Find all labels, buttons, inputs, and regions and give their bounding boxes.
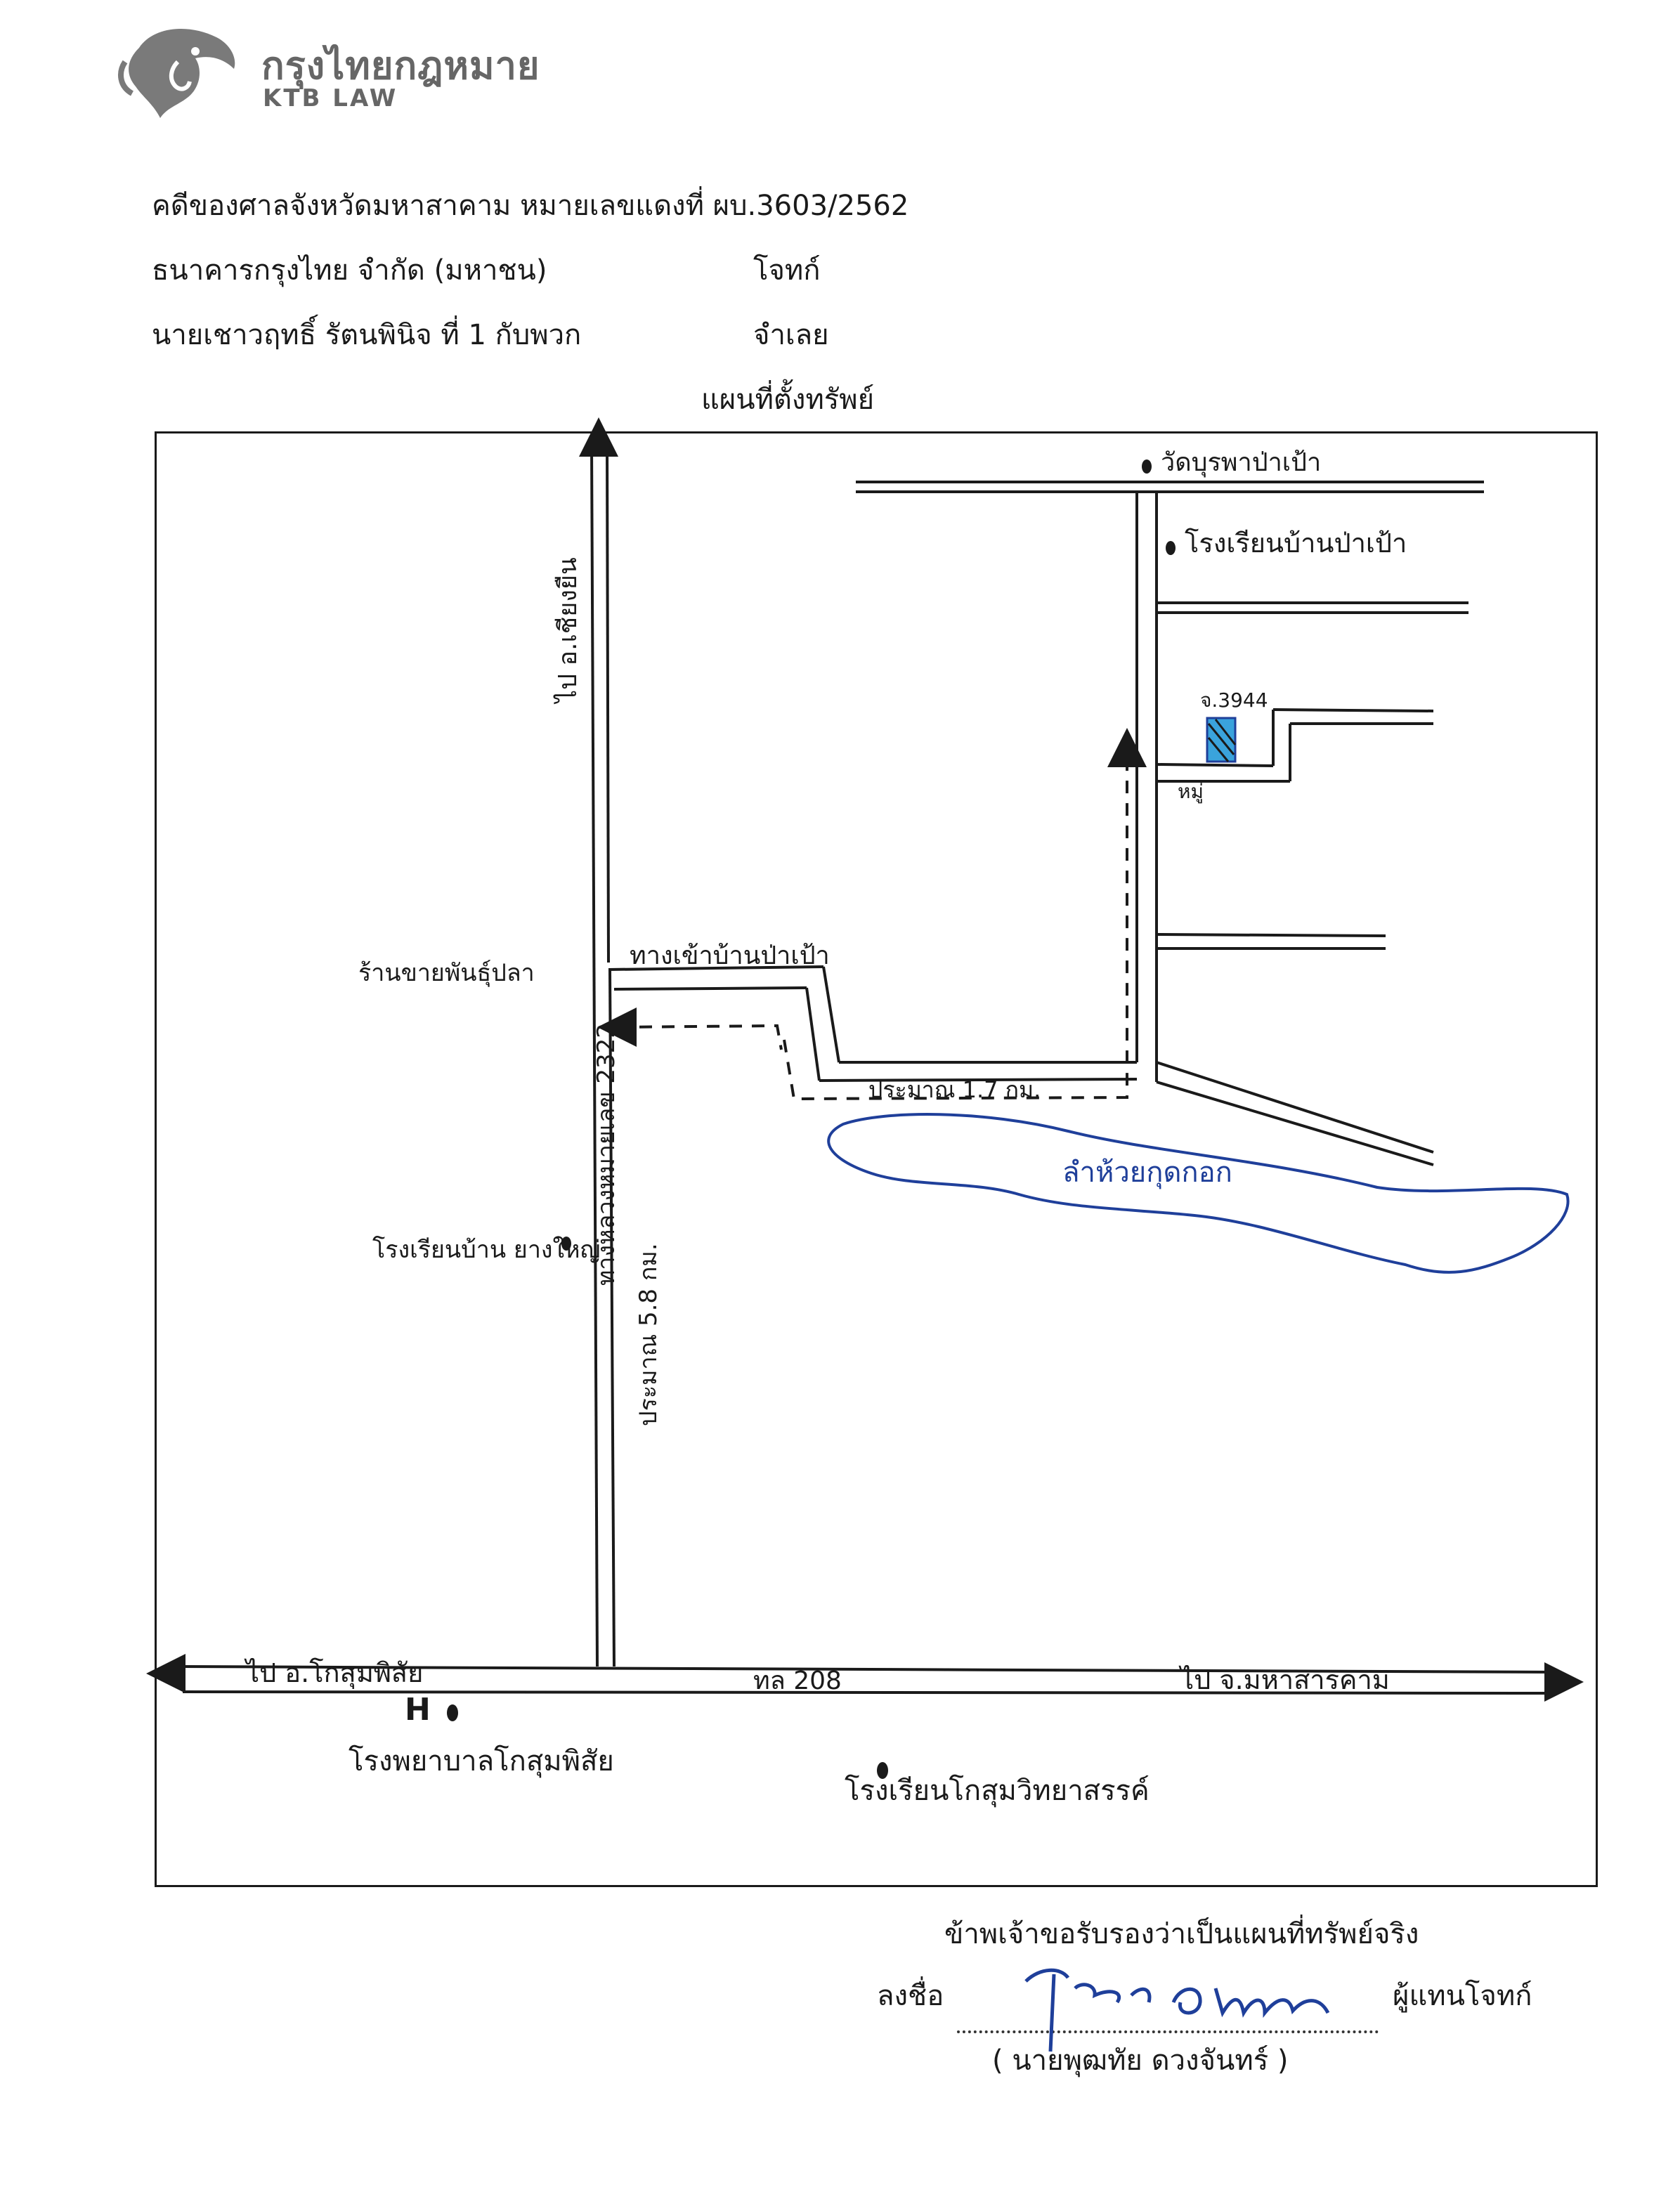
label-school-yang-yai: โรงเรียนบ้าน ยางใหญ่ [372, 1236, 601, 1264]
signatory-role: ผู้แทนโจทก์ [1393, 1980, 1532, 2012]
label-entrance: ทางเข้าบ้านป่าเป้า [630, 941, 830, 970]
label-distance-1-7: ประมาณ 1.7 กม. [868, 1076, 1041, 1103]
temple-dot-icon [1142, 459, 1152, 474]
case-number-line: คดีของศาลจังหวัดมหาสาคาม หมายเลขแดงที่ ผ… [152, 190, 909, 222]
defendant-role: จำเลย [753, 319, 829, 351]
label-to-mahasarakham: ไป จ.มหาสารคาม [1178, 1664, 1390, 1695]
entrance-road [608, 965, 1138, 1082]
map-frame [155, 431, 1598, 1887]
side-streets [1156, 601, 1469, 1166]
label-to-chiang-yuen: ไป อ.เชียงยืน [553, 557, 582, 705]
label-school-pa-pao: โรงเรียนบ้านป่าเป้า [1185, 528, 1407, 559]
signature-line [957, 2030, 1379, 2033]
stream-shape [827, 1113, 1570, 1274]
plaintiff-role: โจทก์ [753, 254, 821, 287]
label-hospital-mark: H [405, 1692, 431, 1728]
brand-name-thai: กรุงไทยกฎหมาย [261, 44, 540, 88]
school-kosum-dot-icon [877, 1762, 888, 1779]
map-title: แผนที่ตั้งทรัพย์ [701, 384, 875, 416]
label-hospital: โรงพยาบาลโกสุมพิสัย [349, 1745, 614, 1778]
village-road [1135, 492, 1158, 1082]
label-to-kosum: ไป อ.โกสุมพิสัย [244, 1657, 423, 1689]
label-temple: วัดบุรพาป่าเป้า [1161, 448, 1321, 478]
label-distance-5-8: ประมาณ 5.8 กม. [634, 1243, 663, 1426]
label-property: จ.3944 [1200, 689, 1268, 712]
label-stream: ลำห้วยกุดกอก [1062, 1156, 1232, 1189]
route-208-road [172, 1665, 1555, 1695]
label-shop: ร้านขายพันธุ์ปลา [358, 959, 535, 987]
label-route-208: ทล 208 [753, 1667, 842, 1695]
sign-label: ลงชื่อ [877, 1980, 944, 2012]
label-school-kosum: โรงเรียนโกสุมวิทยาสรรค์ [845, 1775, 1150, 1808]
certification-statement: ข้าพเจ้าขอรับรองว่าเป็นแผนที่ทรัพย์จริง [944, 1918, 1419, 1950]
defendant-name: นายเชาวฤทธิ์ รัตนพินิจ ที่ 1 กับพวก [152, 319, 582, 351]
school-yang-yai-dot-icon [561, 1237, 571, 1251]
dashed-route [616, 753, 1128, 1101]
signature-drawing [1024, 1968, 1330, 2052]
signatory-name: ( นายพุฒทัย ดวงจันทร์ ) [992, 2044, 1289, 2077]
top-road [856, 481, 1484, 493]
brand-name-english: KTB LAW [263, 84, 398, 112]
hospital-dot-icon [447, 1704, 458, 1721]
label-highway-2322: ทางหลวงหมายเลข 2322 [592, 1023, 620, 1286]
ktb-garuda-logo-icon [118, 29, 235, 118]
highway-2322-road [590, 443, 616, 1667]
plaintiff-name: ธนาคารกรุงไทย จำกัด (มหาชน) [152, 254, 547, 287]
school-pa-pao-dot-icon [1166, 541, 1176, 555]
label-house: หมู่ [1178, 780, 1204, 804]
